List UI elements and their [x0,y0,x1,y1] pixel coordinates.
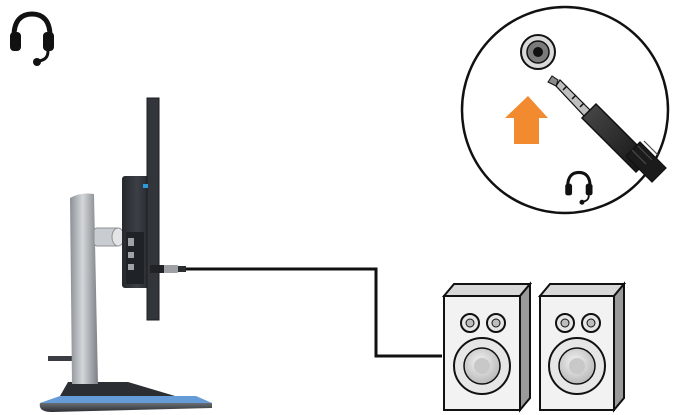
inset-circle [460,5,670,215]
monitor-side-view [39,97,212,412]
speaker-left [441,281,533,413]
headphone-icon [565,170,593,205]
power-led [143,184,148,188]
monitor-base-glow [40,396,212,403]
audio-socket-icon [520,34,556,70]
monitor-panel [146,97,160,321]
speaker-right [537,281,627,413]
jack-detail-inset [460,5,670,215]
monitor-audio-jack [150,265,164,273]
audio-plug [164,265,178,273]
monitor-base-top [60,382,175,396]
monitor-stand-pole [70,193,98,384]
cable-clip [48,356,72,361]
insert-arrow-icon [505,96,548,144]
audio-cable [186,267,442,358]
monitor-base-plate [39,403,212,412]
audio-plug-detail [547,75,667,183]
headphone-icon [10,11,54,66]
